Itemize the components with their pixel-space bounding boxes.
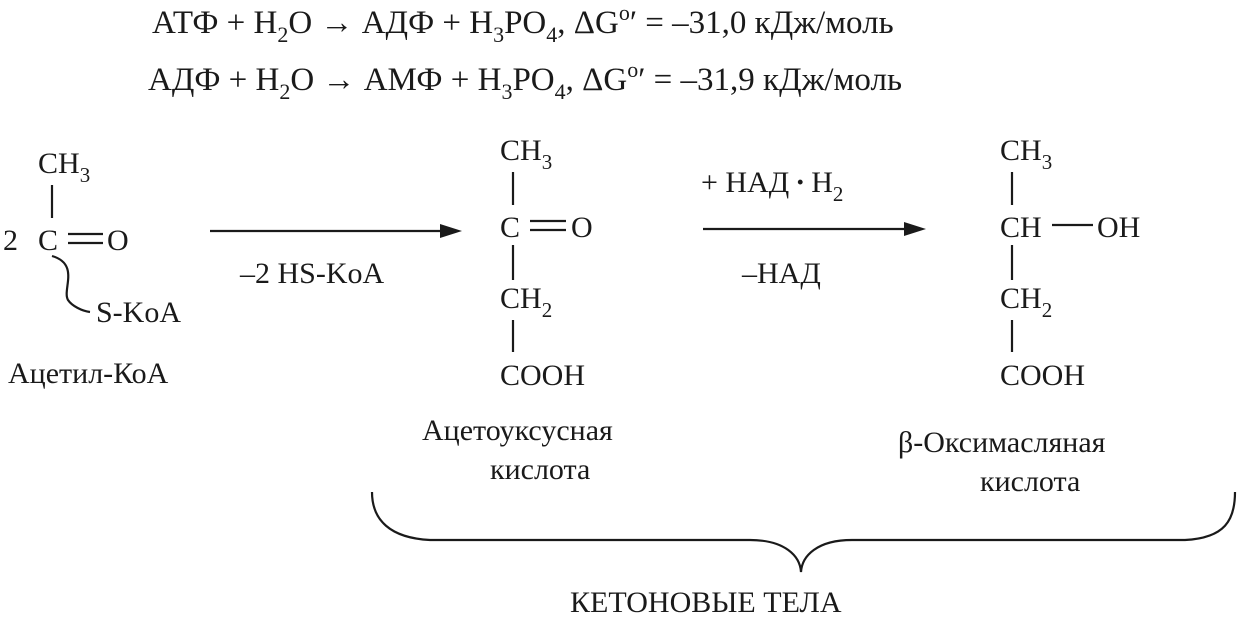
acetoacetic-ch2: CH2 [500,282,552,322]
hydroxybutyric-acid-structure: CH3 CH OH CH2 COOH β-Оксимасляная кислот… [898,134,1140,498]
acetyl-coa-coefficient: 2 [3,224,18,257]
equation-adp-hydrolysis: АДФ + H2O → АМФ + H3PO4, ΔGo′ = –31,9 кД… [148,57,902,104]
reaction-1-byproduct: –2 HS-KoA [239,257,385,290]
acetoacetic-carbon: C [500,211,520,244]
ketone-bodies-brace [370,491,1237,573]
acetyl-coa-thioester-bond [51,254,91,314]
acetoacetic-cooh: COOH [500,359,585,392]
acetyl-coa-carbon: C [38,224,58,257]
reaction-2-reagent: + НАД·H2 [701,166,843,206]
acetyl-coa-structure: CH3 2 C O S-KoA Ацетил-КоА [3,147,181,390]
acetyl-coa-oxygen: O [107,224,129,257]
acetoacetic-ch3: CH3 [500,134,552,174]
reaction-2-byproduct: –НАД [741,257,821,290]
acetyl-coa-ch3: CH3 [38,147,90,187]
hydroxybutyric-label-line1: β-Оксимасляная [898,426,1106,459]
equation-atp-hydrolysis: АТФ + H2O → АДФ + H3PO4, ΔGo′ = –31,0 кД… [152,0,894,47]
hydroxybutyric-ch: CH [1000,211,1042,244]
acetoacetic-oxygen: O [571,211,593,244]
acetoacetic-acid-structure: CH3 C O CH2 COOH Ацетоуксусная кислота [422,134,613,486]
ketone-bodies-label: КЕТОНОВЫЕ ТЕЛА [570,586,842,619]
acetoacetic-label-line1: Ацетоуксусная [422,414,613,447]
reaction-arrow-1 [210,224,462,238]
acetyl-coa-label: Ацетил-КоА [8,357,169,390]
acetoacetic-label-line2: кислота [490,453,590,486]
acetyl-coa-s-koa: S-KoA [96,296,181,329]
hydroxybutyric-cooh: COOH [1000,359,1085,392]
hydroxybutyric-label-line2: кислота [980,465,1080,498]
reaction-arrow-2 [703,222,926,236]
hydroxybutyric-ch3: CH3 [1000,134,1052,174]
hydroxybutyric-ch2: CH2 [1000,282,1052,322]
hydroxybutyric-oh: OH [1097,211,1140,244]
